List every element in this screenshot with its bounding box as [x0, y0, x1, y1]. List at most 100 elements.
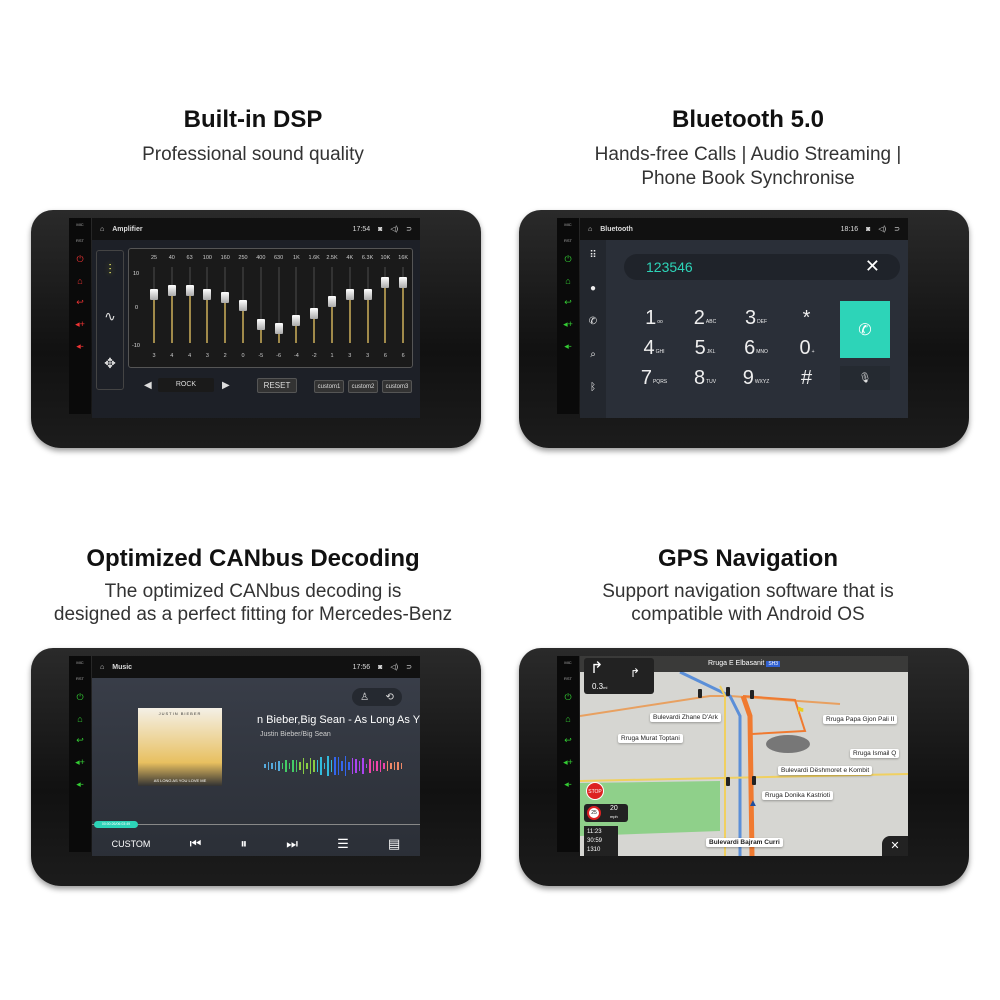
back-icon[interactable]: ↩	[76, 735, 84, 745]
back-icon[interactable]: ↩	[76, 297, 84, 307]
repeat-icon[interactable]: ⟲	[385, 691, 394, 703]
eq-slider-knob[interactable]	[292, 315, 301, 327]
eq-slider-knob[interactable]	[185, 284, 194, 296]
home-icon[interactable]: ⌂	[565, 714, 571, 724]
back-icon[interactable]: ↩	[564, 297, 572, 307]
camera-icon[interactable]: ◙	[866, 225, 871, 233]
eq-band[interactable]: 630-6	[270, 249, 288, 369]
back-icon[interactable]: ⊃	[406, 664, 412, 671]
eq-slider-knob[interactable]	[203, 288, 212, 300]
close-navigation-button[interactable]: ✕	[882, 836, 908, 856]
home-icon[interactable]: ⌂	[77, 276, 83, 286]
vol-up-icon[interactable]: ◂+	[563, 319, 573, 329]
vol-down-icon[interactable]: ◂-	[76, 341, 84, 351]
progress-time[interactable]: 00:00:26/06:03:49	[94, 821, 138, 828]
back-icon[interactable]: ↩	[564, 735, 572, 745]
voice-button[interactable]: 🎙	[840, 366, 890, 390]
sd-card-icon[interactable]: ▤	[388, 835, 401, 851]
dial-key[interactable]: *	[783, 302, 831, 330]
bluetooth-icon[interactable]: ᛒ	[590, 382, 596, 393]
home-icon[interactable]: ⌂	[100, 663, 105, 671]
back-icon[interactable]: ⊃	[894, 226, 900, 233]
next-preset-icon[interactable]: ▶	[222, 380, 230, 391]
custom3-button[interactable]: custom3	[382, 380, 412, 393]
playlist-icon[interactable]: ☰	[337, 835, 349, 851]
dialpad-icon[interactable]: ⠿	[589, 250, 597, 261]
eq-slider-knob[interactable]	[274, 322, 283, 334]
eq-slider-knob[interactable]	[310, 307, 319, 319]
artist-icon[interactable]: ♙	[360, 691, 370, 703]
next-icon[interactable]: ⏭	[286, 835, 298, 851]
eq-band[interactable]: 400-5	[252, 249, 270, 369]
power-icon[interactable]: ⏻	[76, 692, 84, 702]
custom2-button[interactable]: custom2	[348, 380, 378, 393]
volume-icon[interactable]: ◁)	[878, 226, 887, 233]
number-input[interactable]: 123546 ✕	[624, 254, 900, 280]
contacts-icon[interactable]: ●	[589, 283, 597, 294]
eq-slider-knob[interactable]	[256, 319, 265, 330]
vol-up-icon[interactable]: ◂+	[563, 757, 573, 767]
home-icon[interactable]: ⌂	[100, 225, 105, 233]
volume-icon[interactable]: ◁)	[390, 226, 399, 233]
vol-down-icon[interactable]: ◂-	[76, 779, 84, 789]
eq-band[interactable]: 1.6K-2	[305, 249, 323, 369]
waveform-tab-icon[interactable]: ∿	[104, 308, 116, 324]
dial-key[interactable]: #	[783, 362, 831, 390]
custom-button[interactable]: CUSTOM	[111, 838, 151, 849]
volume-icon[interactable]: ◁)	[390, 664, 399, 671]
vol-up-icon[interactable]: ◂+	[75, 757, 85, 767]
dial-key[interactable]: 0+	[783, 332, 831, 360]
eq-slider-knob[interactable]	[167, 284, 176, 296]
balance-tab-icon[interactable]: ✥	[104, 355, 116, 371]
eq-slider-knob[interactable]	[345, 288, 354, 300]
eq-slider-knob[interactable]	[363, 288, 372, 300]
power-icon[interactable]: ⏻	[76, 254, 84, 264]
vol-down-icon[interactable]: ◂-	[564, 341, 572, 351]
home-icon[interactable]: ⌂	[588, 225, 593, 233]
back-icon[interactable]: ⊃	[406, 226, 412, 233]
vol-up-icon[interactable]: ◂+	[75, 319, 85, 329]
eq-slider-knob[interactable]	[381, 277, 390, 289]
camera-icon[interactable]: ◙	[378, 663, 383, 671]
pause-icon[interactable]: ⏸	[240, 835, 248, 851]
eq-slider-knob[interactable]	[399, 277, 408, 289]
call-log-icon[interactable]: ✆	[588, 316, 598, 327]
home-icon[interactable]: ⌂	[565, 276, 571, 286]
custom1-button[interactable]: custom1	[314, 380, 344, 393]
clear-icon[interactable]: ✕	[864, 256, 880, 276]
power-icon[interactable]: ⏻	[564, 254, 572, 264]
eq-tab-icon[interactable]: ⫶	[108, 261, 112, 277]
eq-slider-knob[interactable]	[221, 292, 230, 304]
eq-slider-knob[interactable]	[150, 288, 158, 300]
call-button[interactable]: ✆	[840, 301, 890, 358]
eq-slider-knob[interactable]	[328, 296, 336, 308]
power-icon[interactable]: ⏻	[564, 692, 572, 702]
vol-down-icon[interactable]: ◂-	[564, 779, 572, 789]
search-icon[interactable]: ⌕	[590, 349, 596, 360]
map-screen[interactable]: Rruga E Elbasanit SH3 ↱ ↱ 0.3mi Bulevard…	[580, 656, 908, 856]
progress-track[interactable]	[92, 824, 420, 825]
reset-button[interactable]: RESET	[257, 378, 297, 393]
eq-slider-knob[interactable]	[239, 300, 247, 311]
previous-icon[interactable]: ⏮	[189, 835, 202, 851]
eq-band[interactable]: 1K-4	[287, 249, 305, 369]
